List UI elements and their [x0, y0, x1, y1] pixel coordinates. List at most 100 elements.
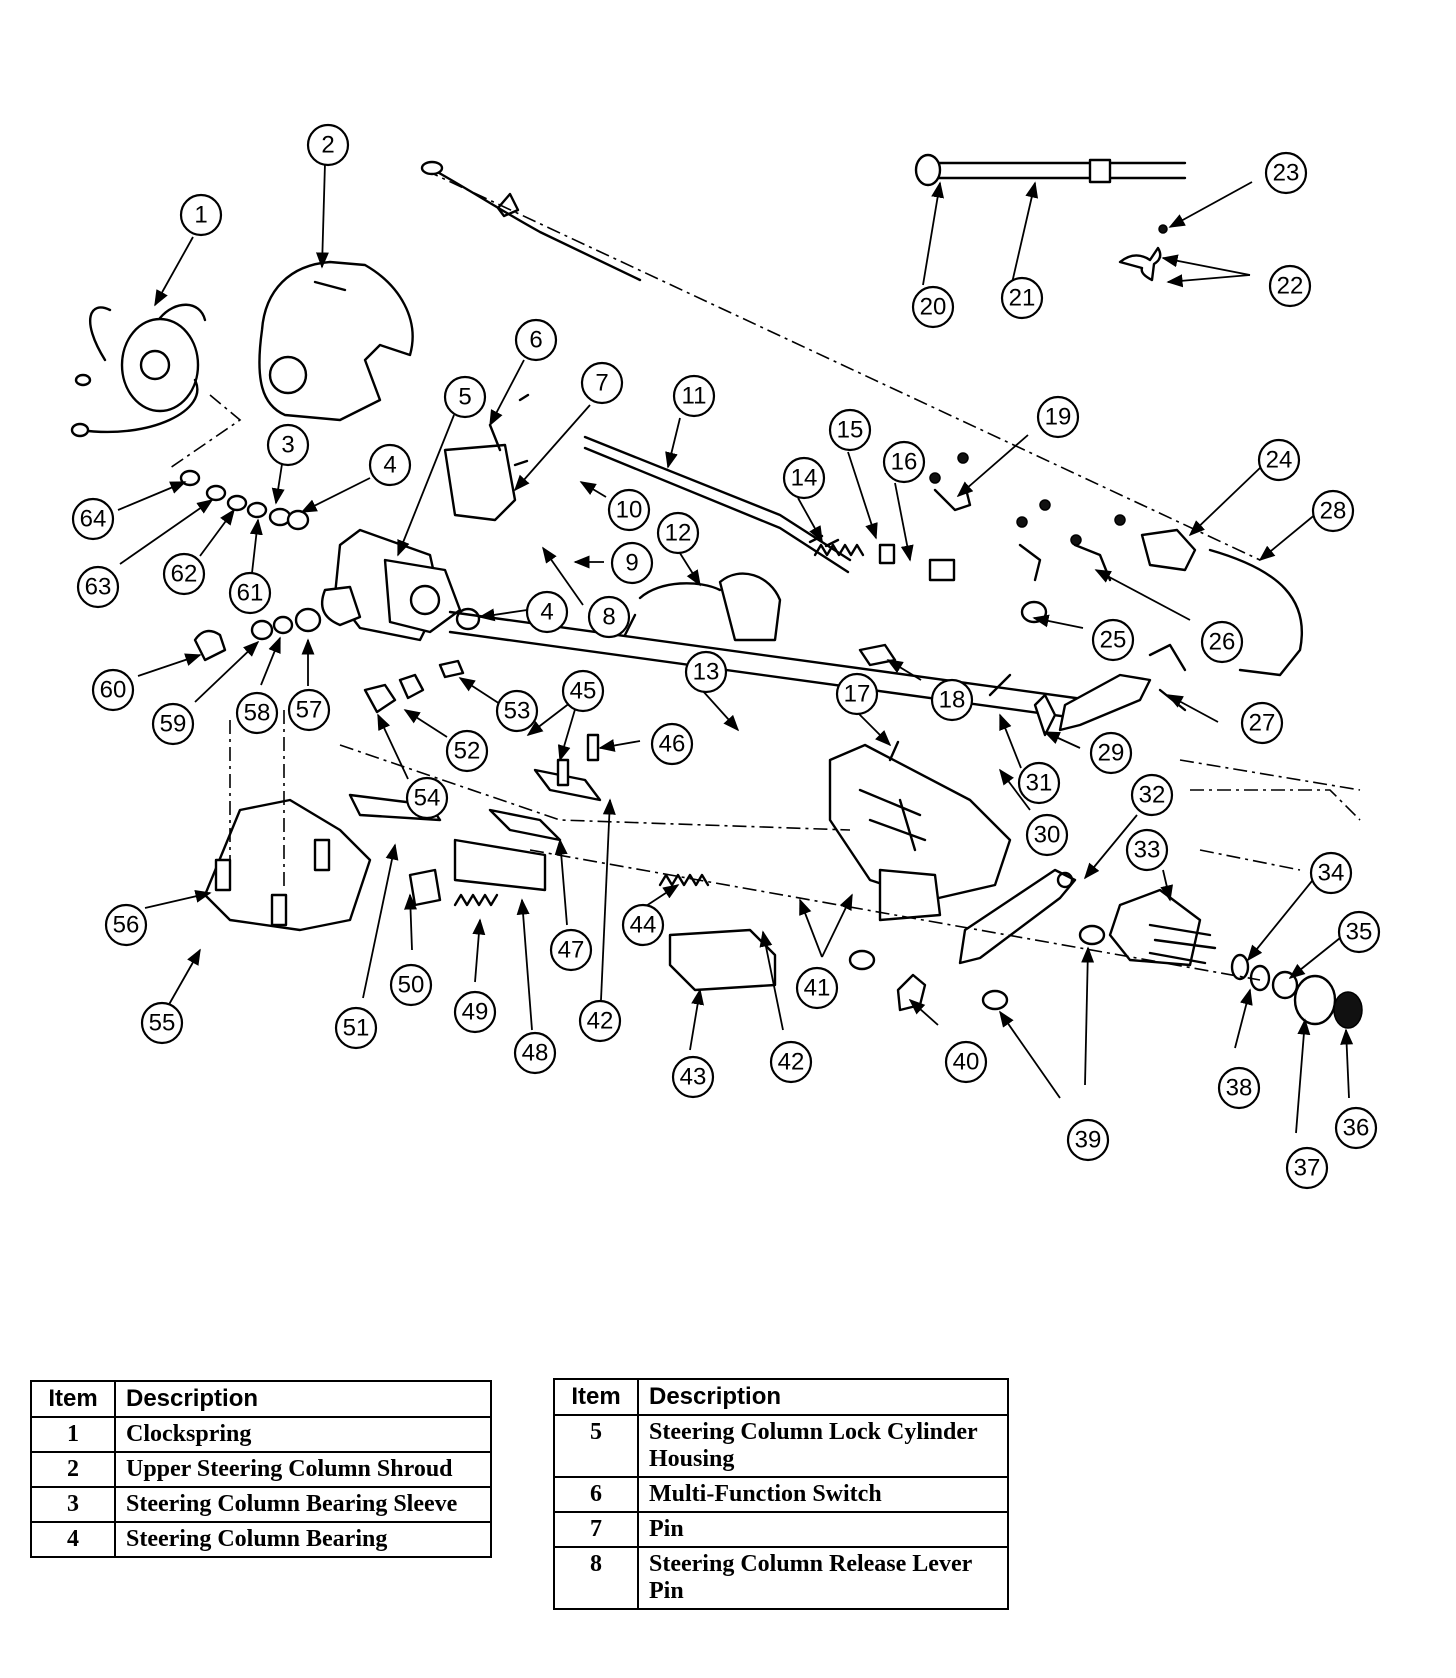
callout-circle	[1309, 851, 1353, 895]
legend-item-number: 6	[553, 1476, 639, 1513]
callout-number: 14	[791, 465, 818, 492]
callout-number: 33	[1134, 837, 1161, 864]
callout-circle	[549, 928, 593, 972]
callout-number: 7	[595, 370, 608, 397]
callout-11: 11	[672, 374, 716, 418]
callout-7: 7	[580, 361, 624, 405]
callout-number: 40	[953, 1049, 980, 1076]
callout-17: 17	[835, 672, 879, 716]
callout-circle	[76, 565, 120, 609]
callout-number: 54	[414, 785, 441, 812]
callout-circle	[650, 722, 694, 766]
callout-number: 24	[1266, 447, 1293, 474]
callout-number: 22	[1277, 273, 1304, 300]
callout-5: 5	[443, 375, 487, 419]
callout-circle	[140, 1001, 184, 1045]
callout-number: 6	[529, 327, 542, 354]
callout-number: 23	[1273, 160, 1300, 187]
callout-number: 21	[1009, 285, 1036, 312]
callout-44: 44	[621, 903, 665, 947]
callout-circle	[911, 285, 955, 329]
callout-number: 11	[682, 383, 707, 410]
callout-number: 32	[1139, 782, 1166, 809]
callout-number: 29	[1098, 740, 1125, 767]
callout-number: 58	[244, 700, 271, 727]
callout-circle	[368, 443, 412, 487]
callout-circle	[1125, 828, 1169, 872]
callout-number: 64	[80, 506, 107, 533]
callout-number: 44	[630, 912, 657, 939]
callout-number: 34	[1318, 860, 1345, 887]
legend-item-number: 7	[553, 1511, 639, 1548]
callout-6: 6	[514, 318, 558, 362]
callout-49: 49	[453, 990, 497, 1034]
callout-circle	[656, 511, 700, 555]
callout-circle	[610, 541, 654, 585]
callout-number: 19	[1045, 404, 1072, 431]
callout-number: 26	[1209, 629, 1236, 656]
legend-item-description: Pin	[637, 1511, 1009, 1548]
callout-62: 62	[162, 552, 206, 596]
callout-52: 52	[445, 729, 489, 773]
callout-circle	[306, 123, 350, 167]
callout-circle	[1025, 813, 1069, 857]
legend-header-description: Description	[637, 1378, 1009, 1416]
callout-number: 46	[659, 731, 686, 758]
callout-number: 35	[1346, 919, 1373, 946]
callout-28: 28	[1311, 489, 1355, 533]
callout-circle	[882, 440, 926, 484]
callout-number: 53	[504, 698, 531, 725]
table-row: 5 Steering Column Lock Cylinder Housing	[553, 1414, 1009, 1478]
parts-legend-table-left: Item Description 1 Clockspring 2 Upper S…	[30, 1380, 492, 1558]
callout-circle	[1091, 618, 1135, 662]
callout-circle	[835, 672, 879, 716]
callout-63: 63	[76, 565, 120, 609]
callout-10: 10	[607, 488, 651, 532]
legend-item-description: Steering Column Bearing	[114, 1521, 492, 1558]
callout-circle	[1000, 276, 1044, 320]
callout-36: 36	[1334, 1106, 1378, 1150]
callout-8: 8	[587, 595, 631, 639]
callout-number: 38	[1226, 1075, 1253, 1102]
callout-circle	[235, 691, 279, 735]
callout-50: 50	[389, 963, 433, 1007]
callout-16: 16	[882, 440, 926, 484]
callout-number: 30	[1034, 822, 1061, 849]
callout-59: 59	[151, 702, 195, 746]
callout-number: 61	[237, 580, 264, 607]
callout-circle	[621, 903, 665, 947]
callout-35: 35	[1337, 910, 1381, 954]
callout-circle	[71, 497, 115, 541]
table-row: 7 Pin	[553, 1511, 1009, 1548]
callout-number: 51	[343, 1015, 370, 1042]
callout-number: 36	[1343, 1115, 1370, 1142]
callout-number: 60	[100, 677, 127, 704]
callout-number: 8	[602, 604, 615, 631]
callout-circle	[443, 375, 487, 419]
callout-number: 16	[891, 449, 918, 476]
callout-64: 64	[71, 497, 115, 541]
callout-circle	[228, 571, 272, 615]
callout-20: 20	[911, 285, 955, 329]
callout-circle	[1257, 438, 1301, 482]
callout-circle	[513, 1031, 557, 1075]
table-row: 1 Clockspring	[30, 1416, 492, 1453]
callout-number: 25	[1100, 627, 1127, 654]
callout-number: 17	[844, 681, 871, 708]
callout-circle	[495, 689, 539, 733]
callout-number: 37	[1294, 1155, 1321, 1182]
callout-33: 33	[1125, 828, 1169, 872]
callout-22: 22	[1268, 264, 1312, 308]
callout-39: 39	[1066, 1118, 1110, 1162]
callout-number: 12	[665, 520, 692, 547]
callout-number: 41	[804, 975, 831, 1002]
callout-circle	[179, 193, 223, 237]
callout-circle	[561, 669, 605, 713]
callout-circle	[930, 678, 974, 722]
legend-item-description: Upper Steering Column Shroud	[114, 1451, 492, 1488]
callout-number: 48	[522, 1040, 549, 1067]
callout-21: 21	[1000, 276, 1044, 320]
callout-38: 38	[1217, 1066, 1261, 1110]
callout-number: 43	[680, 1064, 707, 1091]
